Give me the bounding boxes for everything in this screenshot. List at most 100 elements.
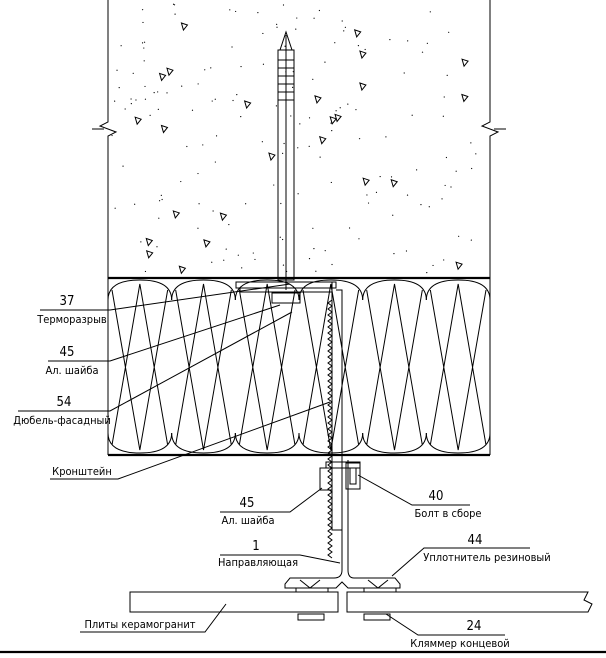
label-number: 45 bbox=[240, 496, 255, 511]
aggregate-dot bbox=[240, 65, 242, 68]
aggregate-triangle bbox=[172, 210, 181, 220]
aggregate-dot bbox=[375, 191, 378, 193]
aggregate-dot bbox=[406, 194, 409, 196]
label-number: 45 bbox=[60, 345, 75, 360]
aggregate-dot bbox=[312, 227, 314, 229]
aggregate-dot bbox=[379, 175, 381, 178]
aggregate-dot bbox=[282, 152, 284, 155]
aggregate-dot bbox=[191, 109, 194, 111]
insulation-loop bbox=[298, 279, 364, 454]
label-bolt: 40 Болт в сборе bbox=[414, 489, 481, 520]
aggregate-dot bbox=[318, 9, 320, 12]
aggregate-dot bbox=[283, 142, 285, 145]
aggregate-dot bbox=[114, 207, 116, 209]
aggregate-triangle bbox=[359, 82, 367, 92]
label-text: Ал. шайба bbox=[221, 514, 274, 527]
aggregate-dot bbox=[214, 98, 216, 100]
aggregate-dot bbox=[124, 108, 126, 110]
label-tiles: Плиты керамогранит bbox=[84, 618, 195, 631]
aggregate-dot bbox=[389, 38, 391, 41]
label-thermal-break: 37 Терморазрыв bbox=[36, 294, 107, 326]
aggregate-dot bbox=[330, 122, 332, 124]
aggregate-dot bbox=[282, 264, 285, 266]
aggregate-dot bbox=[160, 194, 162, 197]
concrete-wall bbox=[92, 0, 506, 278]
aggregate-dot bbox=[232, 99, 234, 102]
aggregate-dot bbox=[455, 170, 457, 172]
aggregate-dot bbox=[276, 26, 278, 28]
aggregate-dot bbox=[116, 69, 118, 71]
aggregate-triangle bbox=[145, 250, 154, 259]
aggregate-dot bbox=[140, 241, 142, 243]
aggregate-dot bbox=[313, 248, 315, 250]
aggregate-dot bbox=[215, 135, 218, 137]
aggregate-dot bbox=[308, 145, 310, 147]
aggregate-dot bbox=[443, 259, 445, 261]
aggregate-dot bbox=[172, 3, 175, 5]
aggregate-dot bbox=[254, 258, 256, 261]
aggregate-triangle bbox=[158, 72, 167, 82]
aggregate-dot bbox=[390, 176, 393, 178]
label-number: 54 bbox=[57, 395, 72, 410]
label-text: Направляющая bbox=[218, 556, 298, 569]
aggregate-triangle bbox=[390, 178, 399, 188]
aggregate-dot bbox=[157, 91, 159, 93]
aggregate-dot bbox=[261, 141, 263, 143]
aggregate-dot bbox=[367, 202, 370, 204]
aggregate-dot bbox=[405, 250, 408, 252]
aggregate-dot bbox=[443, 96, 445, 98]
aggregate-dot bbox=[366, 194, 368, 196]
aggregate-dot bbox=[135, 99, 137, 101]
aggregate-dot bbox=[358, 138, 361, 140]
label-washer-1: 45 Ал. шайба bbox=[45, 345, 98, 377]
aggregate-dot bbox=[299, 123, 301, 125]
aggregate-dot bbox=[197, 227, 199, 229]
aggregate-dot bbox=[118, 87, 120, 89]
aggregate-dot bbox=[347, 103, 349, 105]
aggregate-dot bbox=[245, 203, 247, 205]
bolt-assembly bbox=[319, 461, 361, 491]
aggregate-dot bbox=[426, 42, 428, 44]
aggregate-triangle bbox=[359, 50, 367, 60]
label-text: Плиты керамогранит bbox=[84, 618, 195, 631]
aggregate-dot bbox=[448, 31, 450, 33]
aggregate-dot bbox=[313, 17, 315, 19]
aggregate-dot bbox=[142, 21, 144, 24]
aggregate-dot bbox=[444, 184, 446, 187]
aggregate-dot bbox=[291, 86, 294, 89]
aggregate-dot bbox=[143, 47, 145, 49]
facade-dowel bbox=[277, 30, 295, 290]
aggregate-dot bbox=[331, 130, 333, 132]
aggregate-dot bbox=[120, 45, 122, 47]
aggregate-dot bbox=[355, 109, 357, 111]
aggregate-dot bbox=[445, 156, 448, 159]
aggregate-dot bbox=[344, 26, 346, 28]
aggregate-dot bbox=[198, 203, 200, 205]
aggregate-dot bbox=[312, 78, 314, 80]
insulation-loop bbox=[107, 279, 173, 454]
aggregate-dot bbox=[475, 153, 477, 155]
ceramic-tiles bbox=[129, 591, 593, 613]
aggregate-dot bbox=[392, 214, 394, 216]
insulation-loop bbox=[234, 279, 300, 454]
aggregate-dot bbox=[241, 267, 243, 269]
clamps-and-seals bbox=[295, 579, 397, 621]
aggregate-dot bbox=[426, 271, 428, 274]
aggregate-dot bbox=[229, 9, 231, 11]
label-text: Терморазрыв bbox=[36, 313, 107, 326]
aggregate-dot bbox=[235, 10, 237, 13]
aggregate-triangle bbox=[362, 177, 370, 187]
insulation-loop bbox=[171, 279, 236, 454]
aggregate-dot bbox=[197, 83, 199, 85]
aggregate-dot bbox=[223, 259, 225, 261]
aggregate-dot bbox=[144, 85, 146, 88]
insulation-loop bbox=[362, 279, 427, 454]
aggregate-dot bbox=[282, 4, 285, 6]
aggregate-dot bbox=[166, 92, 168, 94]
guide-rail bbox=[284, 460, 401, 589]
aggregate-dot bbox=[262, 32, 264, 35]
aggregate-dot bbox=[385, 136, 387, 138]
aggregate-dot bbox=[295, 28, 297, 30]
aggregate-dot bbox=[252, 252, 254, 254]
